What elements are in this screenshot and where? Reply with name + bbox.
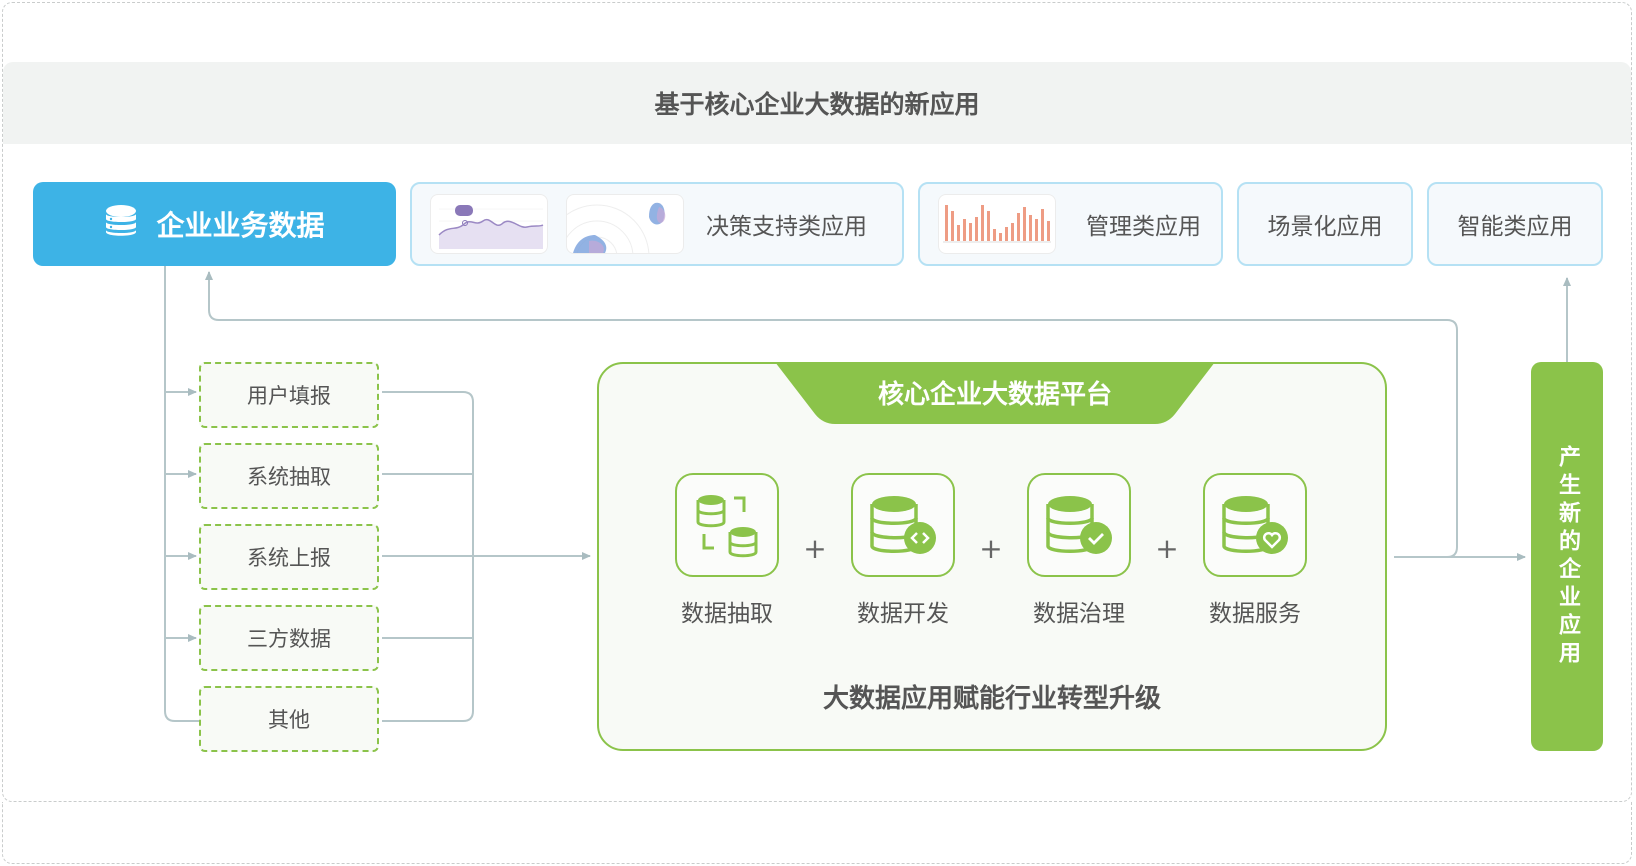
platform-slogan: 大数据应用赋能行业转型升级	[822, 684, 1161, 714]
app-label: 管理类应用	[1086, 214, 1201, 240]
outer-frame-footer	[2, 802, 1632, 864]
plus-sign: +	[979, 532, 1003, 565]
tool-data-service[interactable]	[1203, 473, 1307, 577]
plus-sign: +	[1155, 532, 1179, 565]
trunk-line	[164, 266, 199, 722]
app-label: 场景化应用	[1267, 214, 1383, 240]
source-label: 系统上报	[247, 546, 331, 570]
page-title-bar: 基于核心企业大数据的新应用	[3, 62, 1631, 144]
plus-sign: +	[803, 532, 827, 565]
source-system-extract[interactable]: 系统抽取	[199, 443, 379, 509]
feedback-line	[205, 271, 1458, 558]
app-management[interactable]: 管理类应用	[918, 182, 1223, 266]
platform-title: 核心企业大数据平台	[877, 379, 1112, 410]
bar-chart-thumbnail	[938, 194, 1056, 254]
source-user-input[interactable]: 用户填报	[199, 362, 379, 428]
new-enterprise-app-box[interactable]: 产生新的企业应用	[1531, 362, 1603, 751]
source-system-report[interactable]: 系统上报	[199, 524, 379, 590]
source-label: 系统抽取	[247, 465, 331, 489]
enterprise-data-box[interactable]: 企业业务数据	[33, 182, 396, 266]
page-title: 基于核心企业大数据的新应用	[654, 90, 980, 119]
source-label: 用户填报	[247, 384, 331, 408]
tool-label: 数据治理	[1033, 601, 1125, 627]
tool-label: 数据开发	[857, 601, 949, 627]
source-label: 三方数据	[247, 627, 331, 651]
app-label: 智能类应用	[1457, 214, 1573, 240]
source-other[interactable]: 其他	[199, 686, 379, 752]
tool-label: 数据服务	[1209, 601, 1301, 627]
tool-label: 数据抽取	[681, 601, 773, 627]
line-chart-thumbnail	[430, 194, 548, 254]
database-icon	[104, 204, 138, 245]
data-extract-icon	[696, 495, 758, 558]
data-develop-icon	[870, 496, 936, 554]
tool-data-governance[interactable]	[1027, 473, 1131, 577]
tool-data-develop[interactable]	[851, 473, 955, 577]
tool-data-extract[interactable]	[675, 473, 779, 577]
result-label: 产生新的企业应用	[1555, 444, 1580, 669]
data-governance-icon	[1046, 496, 1112, 554]
platform-title-tab	[775, 362, 1215, 424]
outer-frame	[2, 2, 1632, 802]
radar-chart-thumbnail	[566, 194, 684, 254]
source-third-party[interactable]: 三方数据	[199, 605, 379, 671]
enterprise-data-label: 企业业务数据	[156, 209, 325, 242]
source-label: 其他	[268, 708, 310, 732]
app-intelligent[interactable]: 智能类应用	[1427, 182, 1603, 266]
data-service-icon	[1222, 496, 1288, 554]
app-scenario[interactable]: 场景化应用	[1237, 182, 1413, 266]
app-label: 决策支持类应用	[706, 214, 867, 240]
app-decision-support[interactable]: 决策支持类应用	[410, 182, 904, 266]
